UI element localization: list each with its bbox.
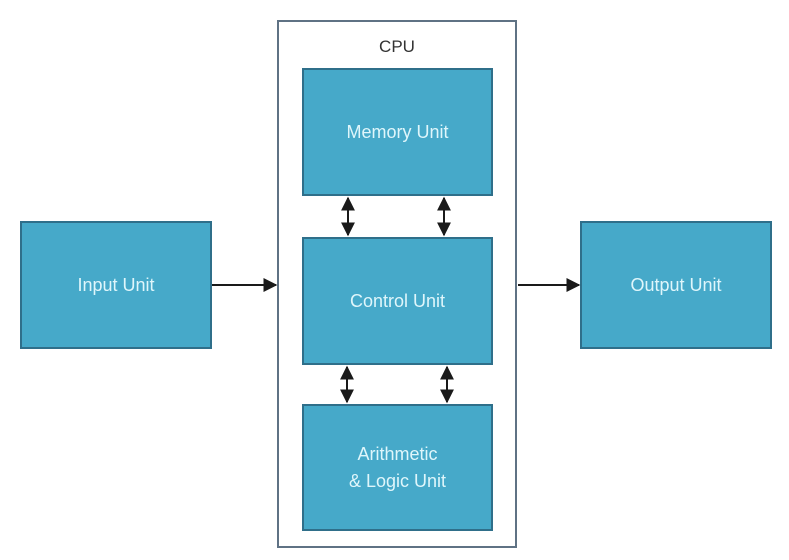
output-unit-label: Output Unit <box>630 274 722 295</box>
control-unit-label: Control Unit <box>349 290 446 311</box>
control-unit-node: Control Unit <box>302 237 493 365</box>
alu-node: Arithmetic & Logic Unit <box>302 404 493 531</box>
input-unit-node: Input Unit <box>20 221 212 349</box>
memory-unit-label: Memory Unit <box>346 121 449 142</box>
output-unit-node: Output Unit <box>580 221 772 349</box>
input-unit-label: Input Unit <box>77 274 155 295</box>
cpu-label: CPU <box>379 37 415 56</box>
memory-unit-node: Memory Unit <box>302 68 493 196</box>
alu-label-line1: Arithmetic <box>357 444 438 465</box>
alu-label-line2: & Logic Unit <box>348 470 447 491</box>
